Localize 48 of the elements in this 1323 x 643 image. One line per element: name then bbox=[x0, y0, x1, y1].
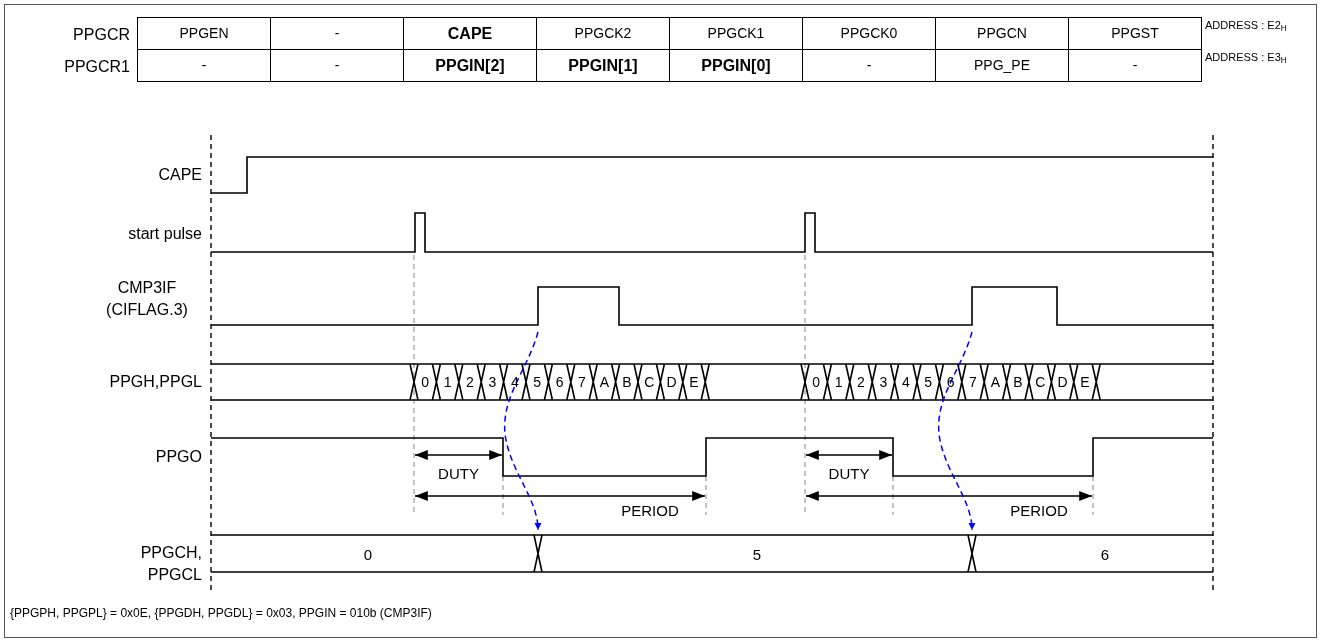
counter-value: 3 bbox=[878, 373, 889, 391]
counter-value: D bbox=[665, 373, 678, 391]
counter-value: 5 bbox=[923, 373, 934, 391]
address-note: ADDRESS : E2$_{H}$ bbox=[1205, 19, 1288, 32]
counter-value: 6 bbox=[554, 373, 565, 391]
dimension-label: PERIOD bbox=[620, 501, 680, 521]
counter-value: 7 bbox=[577, 373, 587, 391]
dimension-label: DUTY bbox=[827, 464, 871, 484]
signal-name: PPGCH, PPGCL bbox=[139, 543, 202, 585]
signal-name: PPGH,PPGL bbox=[108, 372, 202, 392]
counter-value: 0 bbox=[420, 373, 431, 391]
dimension-label: PERIOD bbox=[1009, 501, 1069, 521]
counter-value: 6 bbox=[945, 373, 956, 391]
signal-name: PPGO bbox=[154, 447, 202, 467]
register-bit-cell: - bbox=[137, 49, 271, 82]
counter-value: E bbox=[688, 373, 700, 391]
counter-value: E bbox=[1079, 373, 1091, 391]
counter-value: D bbox=[1056, 373, 1069, 391]
signal-name: CAPE bbox=[157, 165, 202, 185]
counter-value: C bbox=[1034, 373, 1047, 391]
counter-value: C bbox=[643, 373, 656, 391]
counter-value: 5 bbox=[532, 373, 543, 391]
counter-value: 2 bbox=[465, 373, 475, 391]
signal-name: start pulse bbox=[127, 224, 202, 244]
register-name: PPGCR1 bbox=[63, 57, 130, 77]
signal-name: CMP3IF (CIFLAG.3) bbox=[105, 278, 189, 320]
bus-value: 6 bbox=[1099, 545, 1111, 565]
counter-value: 1 bbox=[442, 373, 453, 391]
counter-value: 4 bbox=[900, 373, 911, 391]
counter-value: A bbox=[989, 373, 1002, 391]
register-bit-cell: PPGEN bbox=[137, 17, 271, 50]
register-bit-cell: PPGST bbox=[1068, 17, 1202, 50]
counter-value: A bbox=[598, 373, 611, 391]
counter-value: B bbox=[621, 373, 633, 391]
counter-value: B bbox=[1012, 373, 1024, 391]
address-note: ADDRESS : E3$_{H}$ bbox=[1205, 51, 1288, 64]
register-name: PPGCR bbox=[72, 25, 130, 45]
counter-value: 0 bbox=[811, 373, 822, 391]
bus-value: 0 bbox=[362, 545, 374, 565]
register-bit-cell: - bbox=[1068, 49, 1202, 82]
footnote: {PPGPH, PPGPL} = 0x0E, {PPGDH, PPGDL} = 0x03, PPGIN = 010b (CMP3IF) bbox=[10, 605, 432, 622]
counter-value: 2 bbox=[856, 373, 866, 391]
counter-value: 4 bbox=[509, 373, 520, 391]
counter-value: 3 bbox=[487, 373, 498, 391]
counter-value: 7 bbox=[968, 373, 978, 391]
dimension-label: DUTY bbox=[437, 464, 480, 484]
counter-value: 1 bbox=[833, 373, 844, 391]
bus-value: 5 bbox=[751, 545, 763, 565]
